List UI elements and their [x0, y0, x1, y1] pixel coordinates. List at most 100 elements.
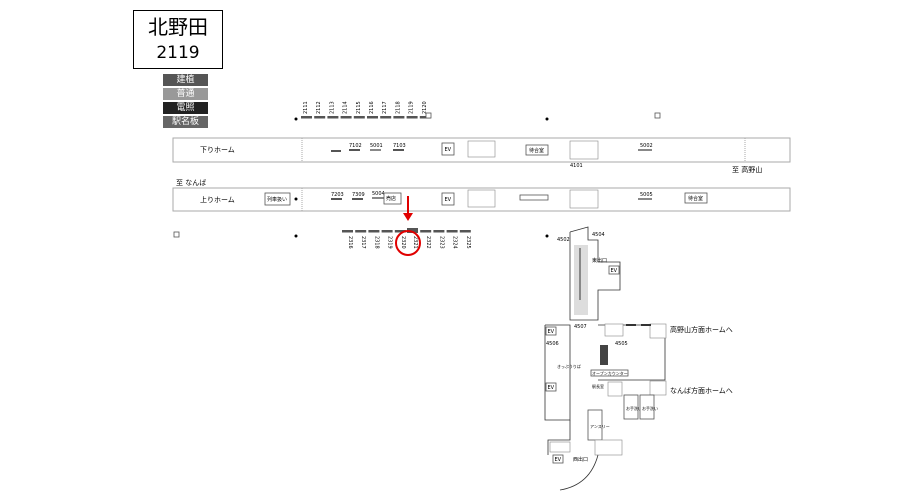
camera-icon	[173, 231, 180, 238]
platform-label: 下りホーム	[200, 146, 235, 154]
elevator-label: EV	[445, 197, 452, 203]
map-label: EV	[548, 329, 555, 335]
pole-label: 2325	[465, 236, 471, 249]
pole-marker	[381, 230, 393, 233]
pole-marker	[420, 230, 432, 233]
pole-label: 2112	[316, 101, 322, 114]
sign-code: 5004	[372, 191, 385, 197]
to-namba-platform: なんば方面ホームへ	[670, 386, 733, 395]
pole-label: 2115	[356, 101, 362, 114]
pole-marker	[433, 230, 445, 233]
station-title-box: 北野田 2119	[133, 10, 223, 69]
map-label: お手洗い	[626, 405, 642, 411]
sign-code: 5005	[640, 192, 653, 198]
map-label: アンスリー	[590, 424, 610, 429]
map-label: お手洗い	[642, 405, 658, 411]
bench	[519, 194, 549, 201]
map-label: 駅長室	[592, 383, 604, 389]
direction-koyasan: 至 高野山	[732, 165, 762, 174]
pole-label: 2120	[422, 101, 428, 114]
pole-label: 2324	[452, 236, 458, 249]
sign-code: 7309	[352, 192, 365, 198]
pole-label: 2320	[400, 236, 406, 249]
pole-marker	[406, 116, 418, 119]
pole-label: 2118	[395, 101, 401, 114]
station-code: 2119	[156, 43, 200, 63]
pole-marker	[367, 116, 378, 119]
sign-code: 7203	[331, 192, 344, 198]
waiting-room	[525, 144, 549, 156]
elevator-label: EV	[445, 147, 452, 153]
stairs	[569, 189, 599, 209]
waiting-room-label: 待合室	[688, 195, 703, 202]
stairs	[467, 140, 496, 158]
stairs	[467, 189, 496, 208]
pole-label: 2322	[425, 236, 431, 249]
map-label: 4505	[615, 341, 628, 347]
map-label: EV	[611, 268, 618, 274]
sign-code: 5001	[370, 143, 383, 149]
pole-label: 2114	[343, 101, 349, 114]
stair-code: 4101	[570, 163, 583, 169]
pole-label: 2318	[373, 236, 379, 249]
elevator	[441, 142, 455, 156]
map-label: 4504	[592, 232, 605, 238]
pole-marker	[342, 230, 353, 233]
marker-dot	[545, 234, 549, 238]
map-label: EV	[548, 385, 555, 391]
pole-label: 2321	[412, 236, 418, 249]
arrow-down-icon	[403, 213, 413, 221]
pole-label: 2117	[382, 101, 388, 114]
platform-down: 下りホーム 7102 5001 7103 EV 待合室 4101 5002	[172, 137, 791, 169]
map-label: きっぷうりば	[557, 363, 581, 369]
marker-dot	[294, 117, 298, 121]
pole-marker	[380, 116, 392, 119]
shop	[383, 192, 402, 205]
pole-label: 2119	[409, 101, 415, 114]
waiting-room-label: 待合室	[529, 147, 544, 154]
map-label: 東出口	[592, 257, 607, 264]
map-label: 西出口	[573, 456, 588, 463]
marker-dot	[294, 234, 298, 238]
pole-marker	[407, 228, 418, 233]
pole-marker	[446, 230, 458, 233]
map-label: 4502	[557, 237, 570, 243]
pole-label: 2113	[329, 101, 335, 114]
sign-code: 7102	[349, 143, 362, 149]
legend: 建植 普通 電照 駅名板	[163, 74, 208, 128]
legend-item: 駅名板	[163, 116, 208, 128]
pole-marker	[301, 116, 312, 119]
pole-marker	[393, 116, 405, 119]
pole-marker	[353, 116, 365, 119]
map-label: EV	[555, 457, 562, 463]
top-poles: 2111 2112 2113 2114 2115 2116 2117 2118 2119 2120	[301, 101, 431, 119]
pole-marker	[355, 230, 367, 233]
platform-label: 上りホーム	[200, 195, 235, 204]
pole-marker	[327, 116, 339, 119]
pole-label: 2111	[303, 101, 309, 114]
shop-label: 売店	[386, 195, 396, 202]
highlight-circle	[395, 230, 421, 256]
map-label: 4507	[574, 324, 587, 330]
camera-icon	[425, 112, 432, 119]
map-label: オープンカウンター	[592, 370, 628, 376]
waiting-room	[684, 192, 708, 204]
pole-label: 2316	[347, 236, 353, 249]
pole-label: 2317	[360, 236, 366, 249]
stairs	[569, 140, 599, 160]
train-ops-label: 列車扱い	[267, 196, 287, 203]
sign-code: 7103	[393, 143, 406, 149]
concourse: 4502 4504 東出口 EV EV 4506 EV 4507 4505 高野…	[544, 226, 733, 491]
map-label: 4506	[546, 341, 559, 347]
pole-marker	[419, 116, 431, 119]
pole-marker	[459, 230, 471, 233]
pole-marker	[368, 230, 380, 233]
camera-icon	[654, 112, 661, 119]
pole-marker	[394, 230, 406, 233]
marker-dot	[545, 117, 549, 121]
pole-label: 2319	[387, 236, 393, 249]
highlight-marker	[395, 196, 421, 256]
pole-label: 2116	[369, 101, 375, 114]
